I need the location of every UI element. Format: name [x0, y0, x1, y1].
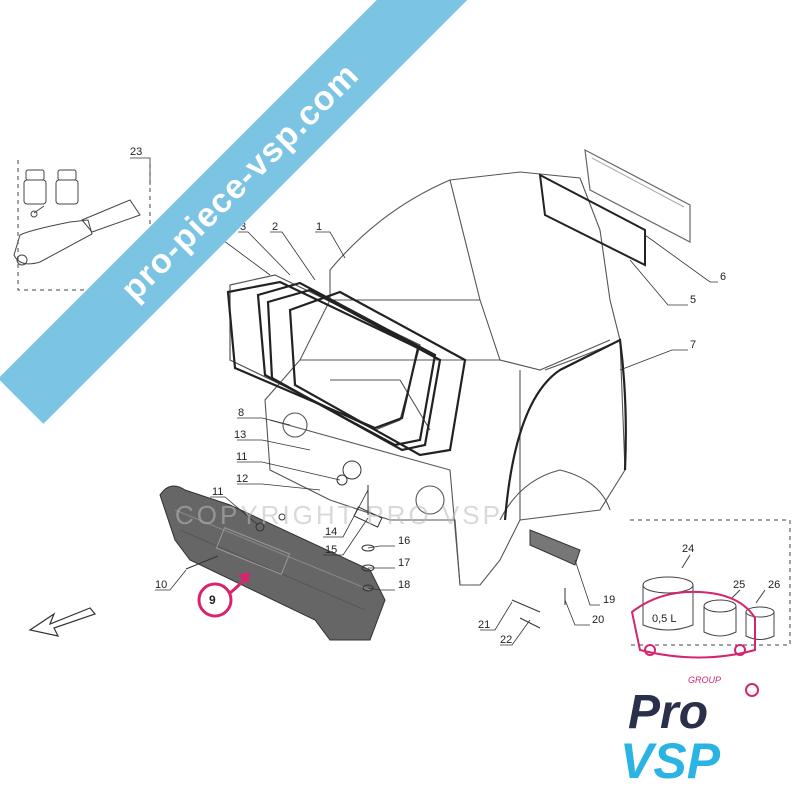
callout-8: 8 — [238, 407, 244, 419]
door-seal-7 — [503, 338, 627, 521]
callout-16: 16 — [398, 535, 410, 547]
callout-15: 15 — [325, 544, 337, 556]
callout-1: 1 — [316, 221, 322, 233]
hardware — [185, 460, 581, 629]
callout-5: 5 — [690, 294, 696, 306]
callout-18: 18 — [398, 579, 410, 591]
callout-20: 20 — [592, 614, 604, 626]
callout-22: 22 — [500, 634, 512, 646]
callout-11-b: 11 — [212, 486, 223, 498]
callout-11-a: 11 — [236, 451, 247, 463]
callout-6: 6 — [720, 271, 726, 283]
side-windows — [538, 148, 691, 267]
callout-13: 13 — [234, 429, 246, 441]
bumper-9 — [159, 485, 386, 641]
logo-group-text: GROUP — [688, 675, 721, 685]
provsp-logo: GROUP Pro VSP — [620, 590, 759, 789]
callout-21: 21 — [478, 619, 490, 631]
callout-26: 26 — [768, 579, 780, 591]
callout-24: 24 — [682, 543, 694, 555]
callout-labels: 23 4 3 2 1 6 5 7 8 13 11 12 11 14 15 16 … — [130, 146, 780, 646]
copyright-watermark: COPYRIGHT PRO VSP — [175, 500, 503, 530]
highlight-callout-9 — [197, 572, 250, 618]
callout-25: 25 — [733, 579, 745, 591]
callout-14: 14 — [325, 526, 337, 538]
logo-vsp-text: VSP — [620, 733, 721, 789]
can-volume-label: 0,5 L — [652, 613, 676, 625]
callout-2: 2 — [272, 221, 278, 233]
callout-3: 3 — [240, 221, 246, 233]
callout-10: 10 — [155, 579, 167, 591]
callout-23: 23 — [130, 146, 142, 158]
logo-pro-text: Pro — [628, 686, 708, 739]
paint-kit-frame — [630, 519, 791, 646]
callout-9: 9 — [209, 593, 216, 607]
callout-19: 19 — [603, 594, 615, 606]
callout-12: 12 — [236, 473, 248, 485]
callout-7: 7 — [690, 339, 696, 351]
windscreen-frames — [226, 274, 467, 457]
callout-17: 17 — [398, 557, 410, 569]
cab-body — [264, 171, 626, 586]
direction-arrow-icon — [28, 607, 97, 637]
kit-frame-23 — [13, 160, 151, 291]
